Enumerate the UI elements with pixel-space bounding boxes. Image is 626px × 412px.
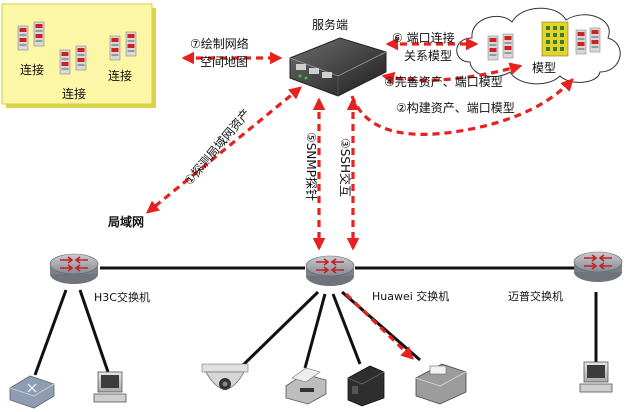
switch-maipu-label: 迈普交换机: [508, 289, 563, 303]
map-label-connect: 连接: [20, 62, 44, 77]
map-label-connect: 连接: [108, 68, 132, 83]
step5-label: ⑤SNMP探针: [304, 132, 319, 201]
arrow-step2: [350, 78, 574, 136]
building-icon: [541, 21, 569, 57]
map-server-icon: [125, 31, 137, 57]
arrow-step4: [381, 62, 523, 85]
link-huawei-camera: [238, 290, 320, 370]
switch-h3c: [49, 253, 99, 285]
network-links: [33, 266, 598, 376]
network-map-panel: 连接 连接 连接: [1, 3, 156, 108]
cloud-server-icon: [487, 35, 499, 61]
pc-icon: [93, 371, 127, 403]
printer-icon: [285, 367, 327, 405]
switch-icon: [49, 253, 99, 285]
switch-huawei: [305, 255, 355, 287]
step7-label: 空间地图: [200, 55, 248, 69]
cloud-server-icon: [589, 27, 601, 53]
server: 服务端: [289, 17, 387, 97]
map-server-icon: [33, 21, 45, 47]
step6-label: 关系模型: [404, 49, 452, 63]
router-icon: [9, 375, 55, 409]
step1-label: ①探测局域网资产: [182, 106, 254, 188]
switch-maipu: [573, 251, 623, 283]
cloud-server-icon: [575, 29, 587, 55]
fax-icon: [415, 363, 467, 405]
step3-label: ③SSH交互: [338, 138, 353, 197]
map-label-connect: 连接: [62, 86, 86, 101]
link-h3c-pc: [78, 289, 110, 373]
map-server-icon: [109, 35, 121, 61]
step4-label: ④完善资产、端口模型: [384, 74, 503, 89]
arrow-step1: [146, 86, 302, 214]
link-huawei-printer: [303, 293, 327, 369]
arrow-to-fax: [344, 292, 414, 360]
dashed-arrows: [146, 37, 574, 360]
server-label: 服务端: [312, 17, 348, 32]
step2-label: ②构建资产、端口模型: [396, 100, 515, 115]
model-cloud: 模型: [456, 7, 621, 85]
switch-icon: [573, 251, 623, 283]
map-server-icon: [59, 49, 71, 75]
step7-label: ⑦绘制网络: [190, 36, 249, 51]
link-h3c-router: [33, 289, 68, 376]
switch-h3c-label: H3C交换机: [94, 290, 150, 304]
camera-icon: [201, 363, 249, 390]
step6-label: ⑥ 端口连接: [392, 30, 455, 45]
map-server-icon: [17, 25, 29, 51]
map-server-icon: [75, 45, 87, 71]
pc-icon: [579, 361, 613, 393]
switch-icon: [305, 255, 355, 287]
cloud-label-model: 模型: [532, 61, 556, 75]
cloud-server-icon: [502, 33, 514, 59]
lan-label: 局域网: [108, 214, 144, 229]
switch-huawei-label: Huawei 交换机: [372, 289, 449, 303]
network-device-icon: [347, 365, 385, 407]
link-huawei-device: [331, 293, 362, 365]
